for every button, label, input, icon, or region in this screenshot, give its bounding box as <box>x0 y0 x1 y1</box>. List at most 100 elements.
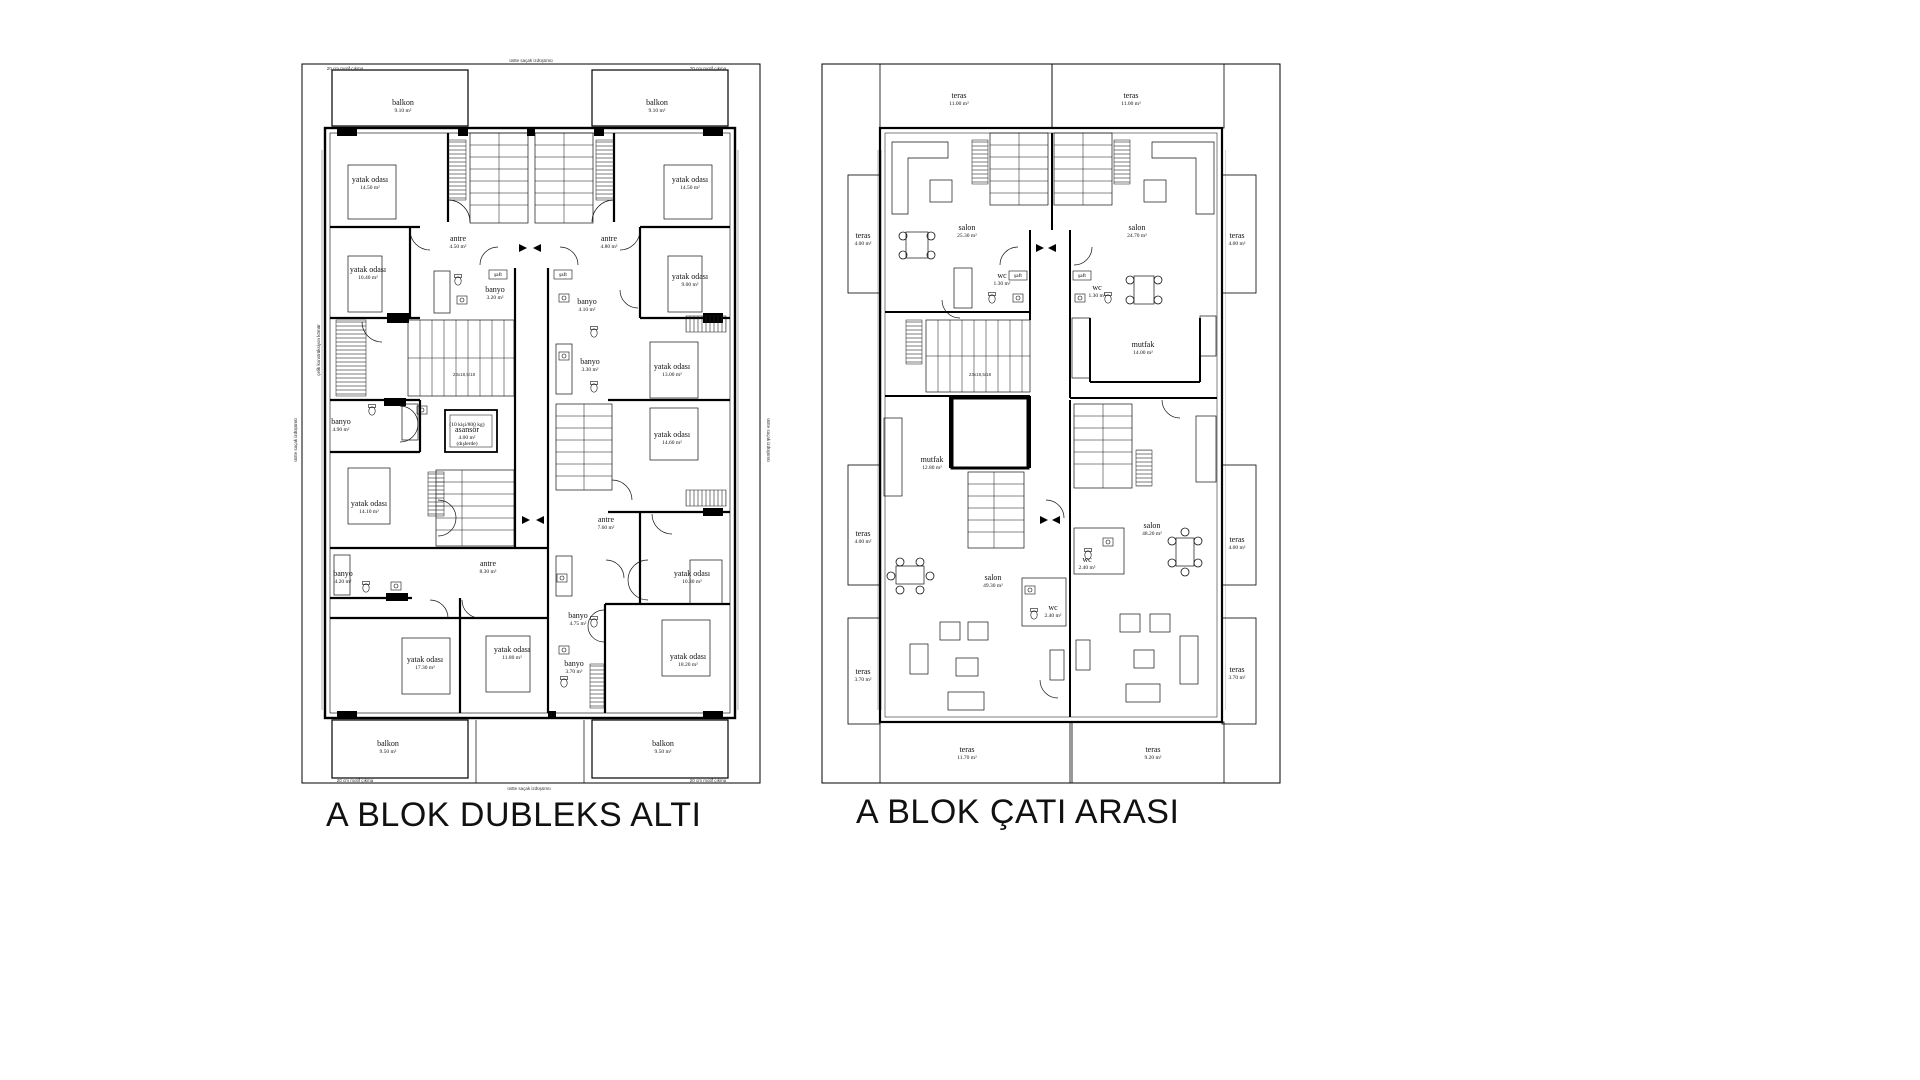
room-name: wc <box>1082 555 1092 564</box>
stairs-roof <box>925 132 1133 549</box>
room-name: banyo <box>564 659 584 668</box>
room-name: salon <box>959 223 976 232</box>
room-name: mutfak <box>1132 340 1155 349</box>
room-name: antre <box>450 234 466 243</box>
room-area: 3.70 m² <box>566 669 583 675</box>
room-area: 17.30 m² <box>415 665 435 671</box>
note-left: üstte saçak izdüşümü <box>293 418 298 462</box>
beds <box>347 164 723 695</box>
note-motif-top-right: 20 cm motif çıkma <box>690 66 727 71</box>
room-area: 4.00 m² <box>855 539 872 545</box>
room-area: 9.50 m² <box>655 749 672 755</box>
room-name: balkon <box>377 739 399 748</box>
room-area: 4.20 m² <box>335 579 352 585</box>
room-name: yatak odası <box>670 652 707 661</box>
note-bottom: üstte saçak izdüşümü <box>507 786 551 791</box>
room-name: antre <box>598 515 614 524</box>
room-area: 1.30 m² <box>994 281 1011 287</box>
room-area: 8.30 m² <box>480 569 497 575</box>
room-area: 11.80 m² <box>502 655 522 661</box>
room-name: wc <box>1048 603 1058 612</box>
room-name: teras <box>1123 91 1138 100</box>
room-name: yatak odası <box>654 430 691 439</box>
balcony-bottom-left <box>331 719 469 779</box>
shaft-label: şaft <box>559 271 567 278</box>
room-area: 9.10 m² <box>395 108 412 114</box>
room-extra2: (dışlerde) <box>456 440 477 447</box>
room-name: balkon <box>652 739 674 748</box>
room-area: 2.40 m² <box>1045 613 1062 619</box>
room-area: 3.70 m² <box>855 677 872 683</box>
room-name: yatak odası <box>494 645 531 654</box>
room-area: 2.40 m² <box>1079 565 1096 571</box>
plan-cati-arasi <box>821 63 1281 784</box>
room-name: balkon <box>646 98 668 107</box>
room-area: 14.10 m² <box>359 509 379 515</box>
room-label: wc1.30 m² <box>1089 283 1106 299</box>
note-stair-mid: 23x18,5/18 <box>969 372 992 377</box>
shaft-label: şaft <box>494 271 502 278</box>
room-area: 4.00 m² <box>855 241 872 247</box>
room-name: mutfak <box>921 455 944 464</box>
room-name: antre <box>480 559 496 568</box>
plan-title-cati-arasi: A BLOK ÇATI ARASI <box>856 793 1180 831</box>
bath-fixtures <box>333 270 598 688</box>
room-area: 12.80 m² <box>922 465 942 471</box>
room-name: banyo <box>577 297 597 306</box>
room-area: 11.00 m² <box>1121 101 1141 107</box>
stair-middle <box>335 315 727 709</box>
room-area: 10.30 m² <box>682 579 702 585</box>
room-area: 25.30 m² <box>957 233 977 239</box>
note-motif-top-left: 20 cm motif çıkma <box>327 66 364 71</box>
room-area: 24.70 m² <box>1127 233 1147 239</box>
plan-dubleks-alti <box>301 63 761 784</box>
furniture-roof <box>883 141 1217 711</box>
room-area: 4.10 m² <box>579 307 596 313</box>
stair-top <box>447 132 615 224</box>
room-area: 9.20 m² <box>1145 755 1162 761</box>
note-left-inner: çelik konstrüksiyon kömür <box>316 324 321 376</box>
room-area: 9.00 m² <box>682 282 699 288</box>
room-area: 4.00 m² <box>459 435 476 441</box>
plan-title-dubleks-alti: A BLOK DUBLEKS ALTI <box>326 796 702 834</box>
room-area: 3.70 m² <box>1229 675 1246 681</box>
room-name: teras <box>959 745 974 754</box>
room-area: 9.10 m² <box>649 108 666 114</box>
room-name: salon <box>985 573 1002 582</box>
room-name: banyo <box>333 569 353 578</box>
room-area: 1.30 m² <box>1089 293 1106 299</box>
room-area: 49.30 m² <box>983 583 1003 589</box>
note-top: üstte saçak izdüşümü <box>509 58 553 63</box>
room-name: yatak odası <box>407 655 444 664</box>
balcony-top-left <box>331 69 469 127</box>
elevator-shaft <box>444 409 498 453</box>
room-area: 4.90 m² <box>333 427 350 433</box>
room-name: balkon <box>392 98 414 107</box>
balcony-top-right <box>591 69 729 127</box>
room-name: banyo <box>331 417 351 426</box>
room-name: salon <box>1144 521 1161 530</box>
